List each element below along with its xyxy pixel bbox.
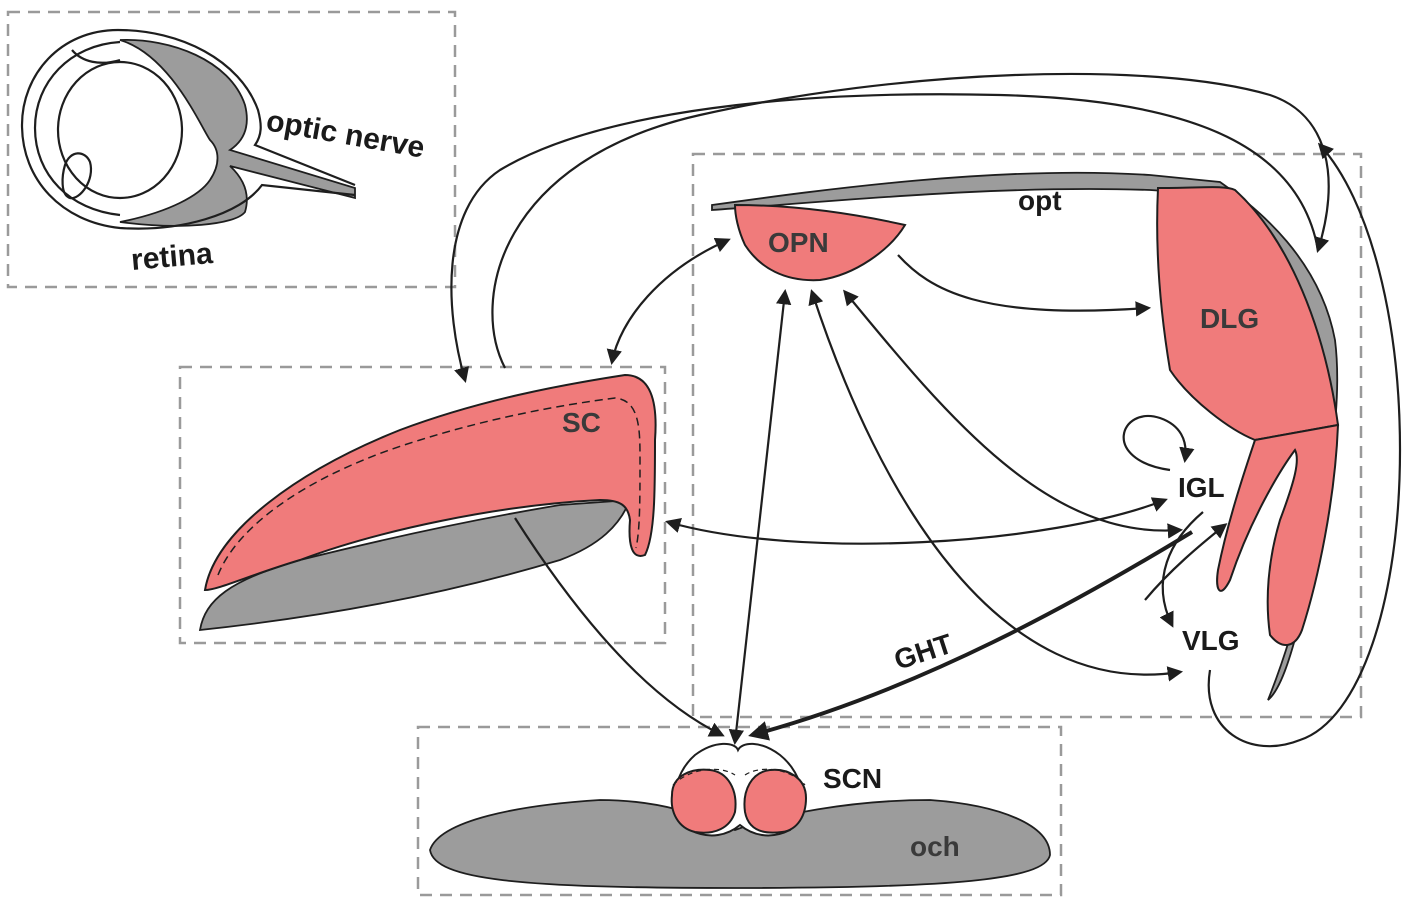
opn-nucleus: [733, 203, 907, 282]
arrow-opn-vlg: [808, 289, 1184, 682]
eye: [20, 28, 356, 230]
arrow-ght: [748, 530, 1194, 741]
scn-right-nucleus: [743, 768, 808, 834]
eye-region-box: [6, 10, 457, 289]
label-vlg: VLG: [1182, 625, 1240, 656]
arrow-sc-igl: [665, 497, 1168, 545]
arrow-opn-to-dlg: [897, 254, 1152, 317]
label-igl: IGL: [1178, 472, 1225, 503]
label-retina: retina: [130, 237, 215, 277]
arrow-dlg-to-sc: [450, 93, 1320, 383]
thalamus-region-box: [691, 152, 1363, 719]
label-ght: GHT: [890, 628, 956, 676]
arrow-sc-to-dlg: [491, 72, 1330, 369]
label-scn: SCN: [823, 763, 882, 794]
arrow-igl-self: [1122, 415, 1195, 472]
optic-chiasm: [429, 799, 1051, 889]
lens-icon: [56, 60, 184, 200]
label-dlg: DLG: [1200, 303, 1259, 334]
arrow-vlg-to-igl: [1144, 523, 1228, 601]
optic-tract: [711, 171, 1339, 701]
scn-left-nucleus: [670, 768, 737, 834]
label-optic-nerve: optic nerve: [264, 104, 427, 164]
arrow-igl-to-vlg: [1159, 511, 1204, 628]
label-sc: SC: [562, 407, 601, 438]
label-opn: OPN: [768, 227, 829, 258]
arrow-opn-igl: [843, 289, 1184, 539]
arrow-sc-opn: [606, 237, 731, 366]
sc-nucleus: [203, 373, 657, 592]
arrow-sc-to-scn: [514, 517, 725, 737]
label-och: och: [910, 831, 960, 862]
arrow-opn-scn: [728, 288, 792, 746]
arrow-vlg-loop: [1207, 142, 1402, 748]
midbrain-region-box: [178, 365, 667, 645]
label-opt: opt: [1018, 185, 1062, 216]
vlg-nucleus: [1216, 423, 1340, 646]
